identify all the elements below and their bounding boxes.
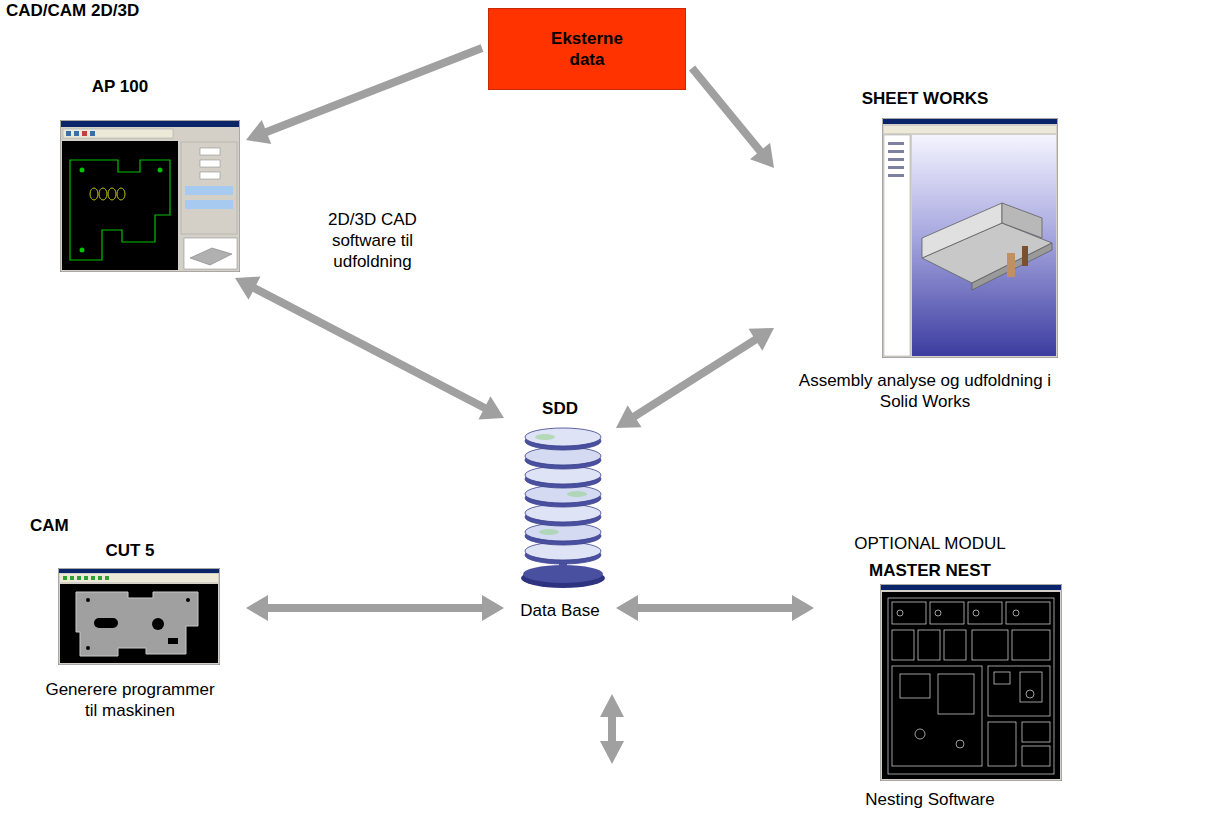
arrow-head bbox=[482, 595, 504, 621]
flow-arrow bbox=[616, 328, 774, 428]
arrow-shaft bbox=[692, 68, 761, 153]
module-title: CUT 5 bbox=[20, 540, 240, 561]
arrow-shaft bbox=[636, 604, 794, 612]
database-node: SDD Data Base bbox=[510, 398, 610, 621]
flow-arrow bbox=[692, 68, 774, 168]
software-module: CUT 5 Generere programmer til maskinen bbox=[20, 540, 240, 721]
module-title: AP 100 bbox=[60, 76, 180, 97]
arrow-head bbox=[616, 405, 642, 428]
module-description: Assembly analyse og udfoldning i Solid W… bbox=[780, 370, 1070, 412]
open-double-arrow bbox=[600, 694, 624, 764]
arrow-head bbox=[478, 396, 504, 419]
module-description: Nesting Software bbox=[820, 789, 1040, 810]
software-module: AP 100 2D/3D CAD software til udfoldning bbox=[60, 76, 240, 272]
arrow-shaft bbox=[633, 339, 757, 418]
section-heading: CAM bbox=[30, 515, 69, 536]
arrow-head bbox=[246, 595, 268, 621]
database-caption: Data Base bbox=[510, 600, 610, 621]
software-module: SHEET WORKS Assembly analyse og udfoldni… bbox=[780, 88, 1070, 412]
arrow-head bbox=[246, 120, 271, 144]
arrow-shaft bbox=[253, 287, 487, 409]
module-description: 2D/3D CAD software til udfoldning bbox=[310, 209, 435, 272]
flow-arrow bbox=[246, 595, 504, 621]
software-module: OPTIONAL MODUL MASTER NEST Nesting Softwa… bbox=[820, 533, 1065, 810]
arrow-head bbox=[748, 328, 774, 351]
module-tag: OPTIONAL MODUL bbox=[820, 533, 1040, 554]
arrow-head bbox=[235, 277, 261, 300]
flow-arrow bbox=[246, 48, 482, 144]
flow-arrow bbox=[235, 277, 504, 420]
section-heading: CAD/CAM 2D/3D bbox=[6, 0, 139, 21]
module-title: MASTER NEST bbox=[820, 560, 1040, 581]
arrow-shaft bbox=[265, 48, 482, 133]
arrow-head bbox=[750, 143, 774, 168]
software-screenshot bbox=[882, 118, 1058, 358]
module-description: Generere programmer til maskinen bbox=[41, 679, 219, 721]
database-title: SDD bbox=[510, 398, 610, 419]
database-stack bbox=[515, 425, 610, 590]
arrow-shaft bbox=[266, 604, 484, 612]
software-screenshot bbox=[60, 120, 240, 272]
module-title: SHEET WORKS bbox=[780, 88, 1070, 109]
arrow-head bbox=[616, 595, 638, 621]
arrow-head bbox=[792, 595, 814, 621]
box-title: Eksterne data bbox=[537, 28, 637, 70]
flow-arrow bbox=[616, 595, 814, 621]
software-screenshot bbox=[880, 584, 1062, 781]
software-screenshot bbox=[58, 568, 220, 665]
source-box: Eksterne data bbox=[488, 8, 686, 90]
